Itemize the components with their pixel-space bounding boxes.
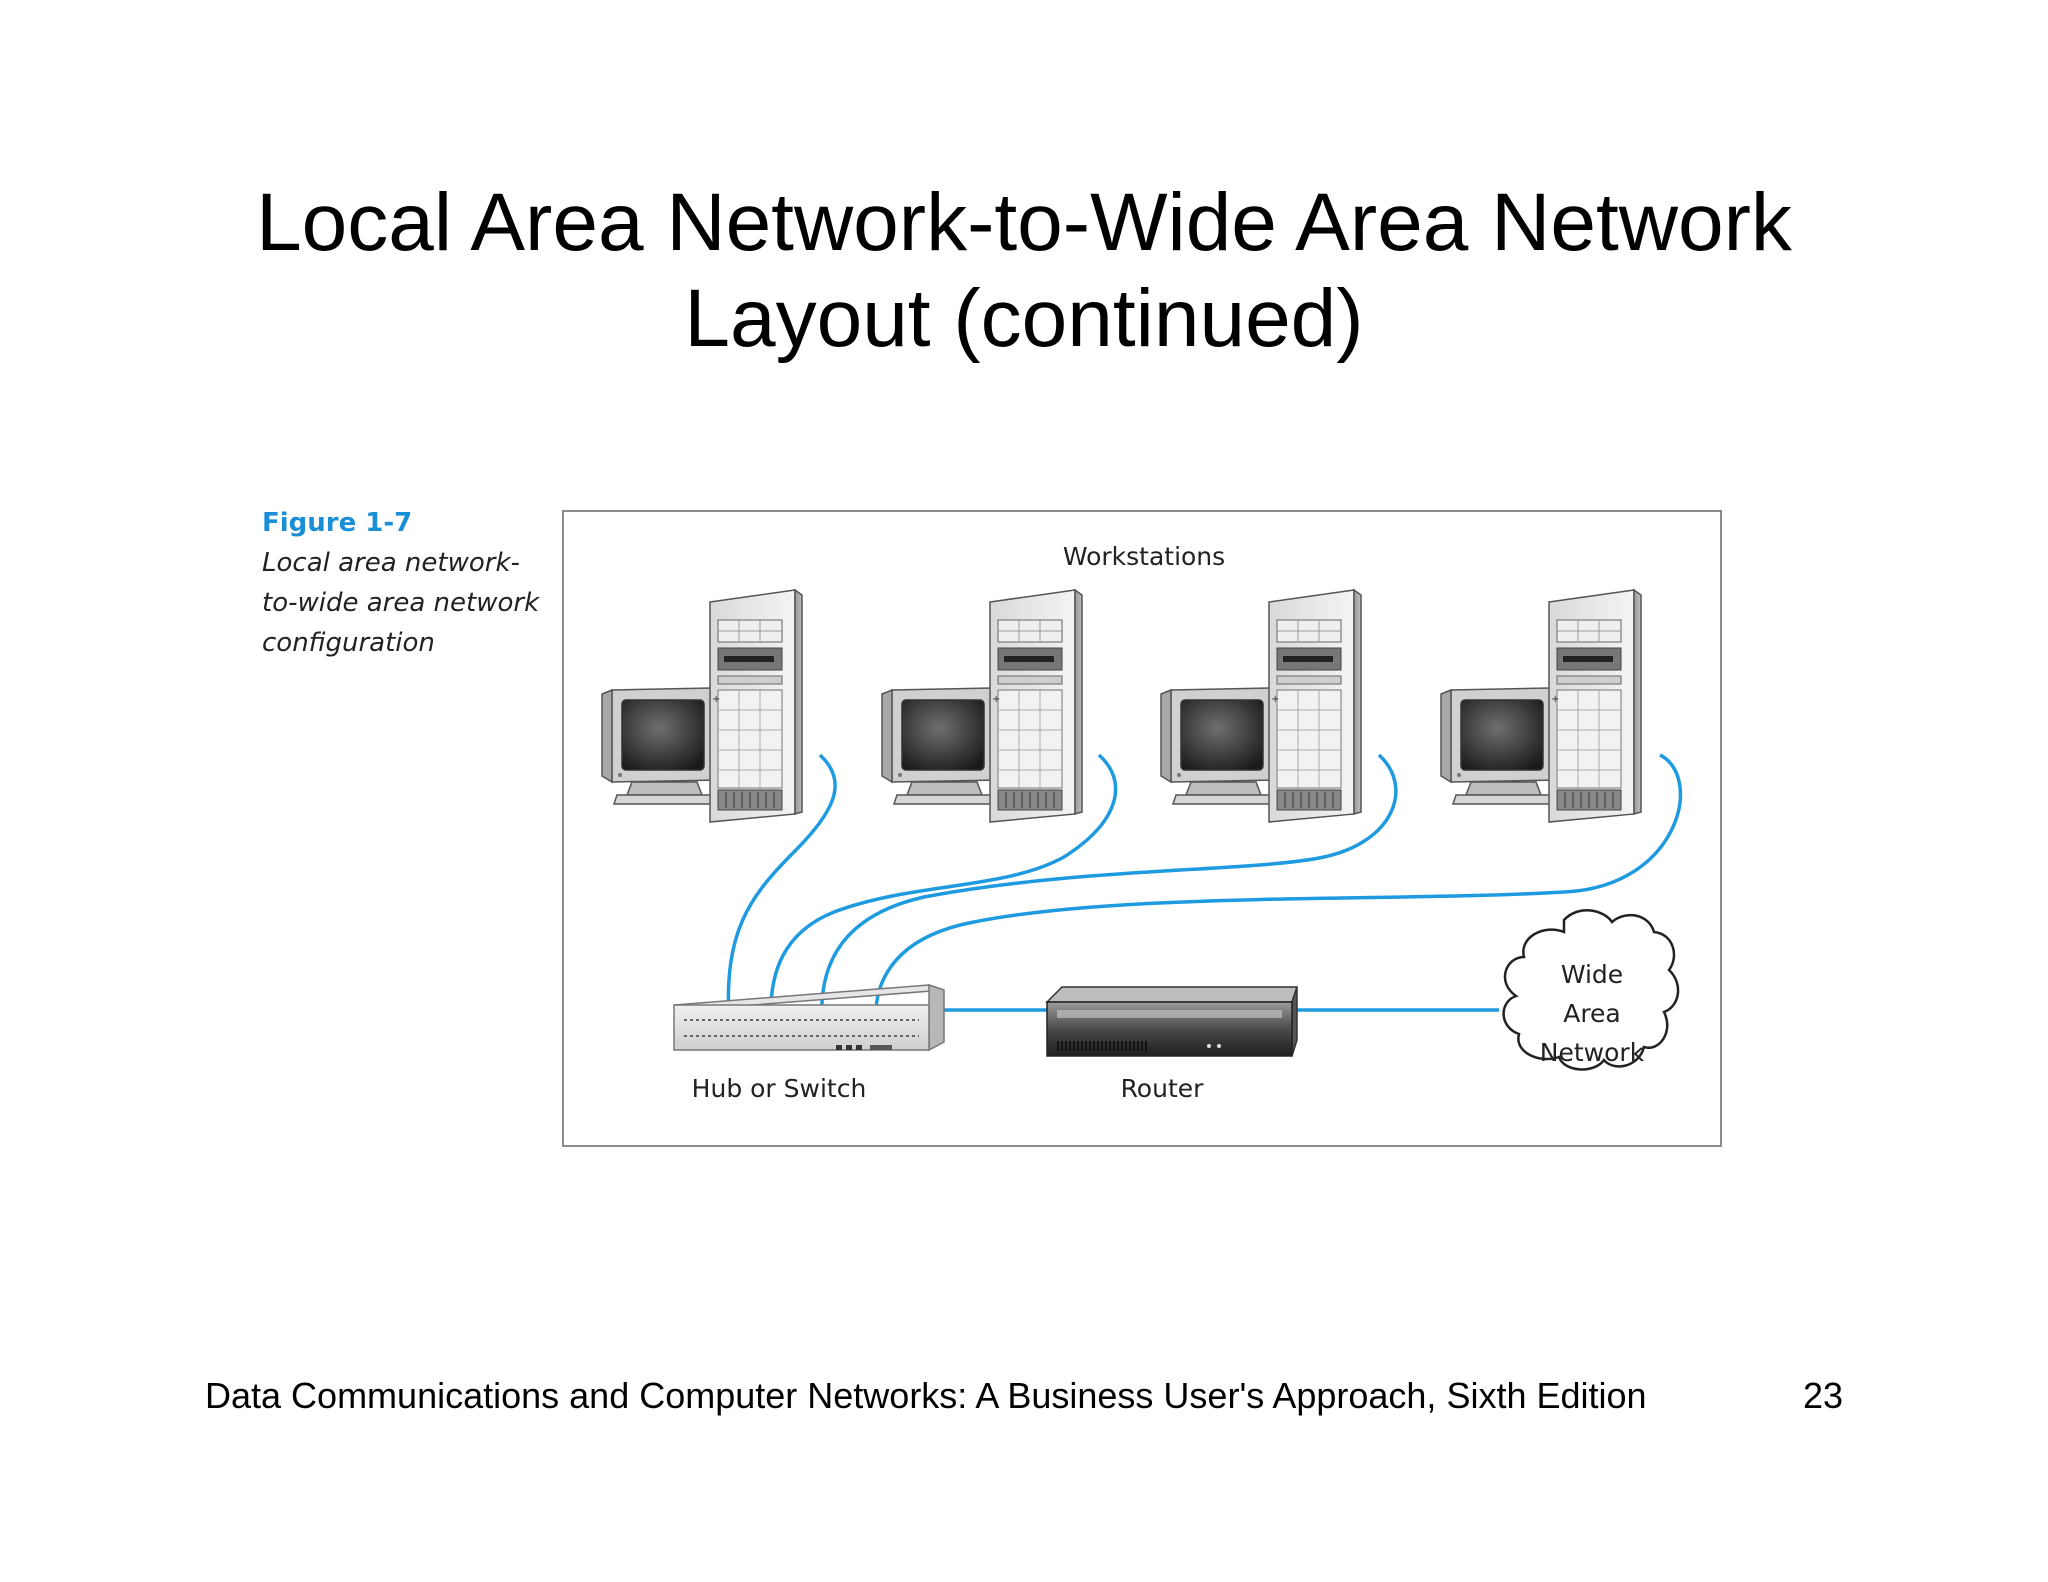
cables (726, 753, 1683, 1021)
caption-line-1: Local area network- (262, 548, 520, 578)
workstations-label: Workstations (1063, 542, 1225, 571)
wan-label-line-1: Wide (1561, 960, 1623, 989)
hub-switch-label: Hub or Switch (692, 1074, 867, 1103)
router-icon (1045, 986, 1299, 1057)
wan-label-line-2: Area (1563, 999, 1621, 1028)
cable-ws3 (820, 753, 1398, 1021)
figure-caption: Figure 1-7 Local area network- to-wide a… (262, 503, 562, 663)
figure-label: Figure 1-7 (262, 508, 413, 538)
network-diagram: + Workstations (562, 510, 1722, 1147)
cable-ws4 (874, 753, 1683, 1021)
page-number: 23 (1803, 1375, 1844, 1416)
workstation-3 (1160, 589, 1362, 823)
workstation-4 (1440, 589, 1642, 823)
wan-label-line-3: Network (1540, 1038, 1645, 1067)
cable-ws2 (769, 753, 1118, 1021)
slide-title: Local Area Network-to-Wide Area Network … (0, 175, 2048, 367)
caption-line-3: configuration (262, 628, 435, 658)
title-line-2: Layout (continued) (684, 273, 1364, 364)
hub-switch-icon (673, 983, 945, 1052)
router-label: Router (1121, 1074, 1205, 1103)
workstation-1 (601, 589, 803, 823)
slide-footer: Data Communications and Computer Network… (205, 1375, 1647, 1416)
workstation-2 (881, 589, 1083, 823)
cable-ws1 (726, 753, 837, 1021)
wan-cloud-icon (1502, 909, 1680, 1071)
title-line-1: Local Area Network-to-Wide Area Network (256, 177, 1792, 268)
caption-line-2: to-wide area network (262, 588, 540, 618)
network-diagram-canvas: + Workstations (601, 542, 1683, 1103)
